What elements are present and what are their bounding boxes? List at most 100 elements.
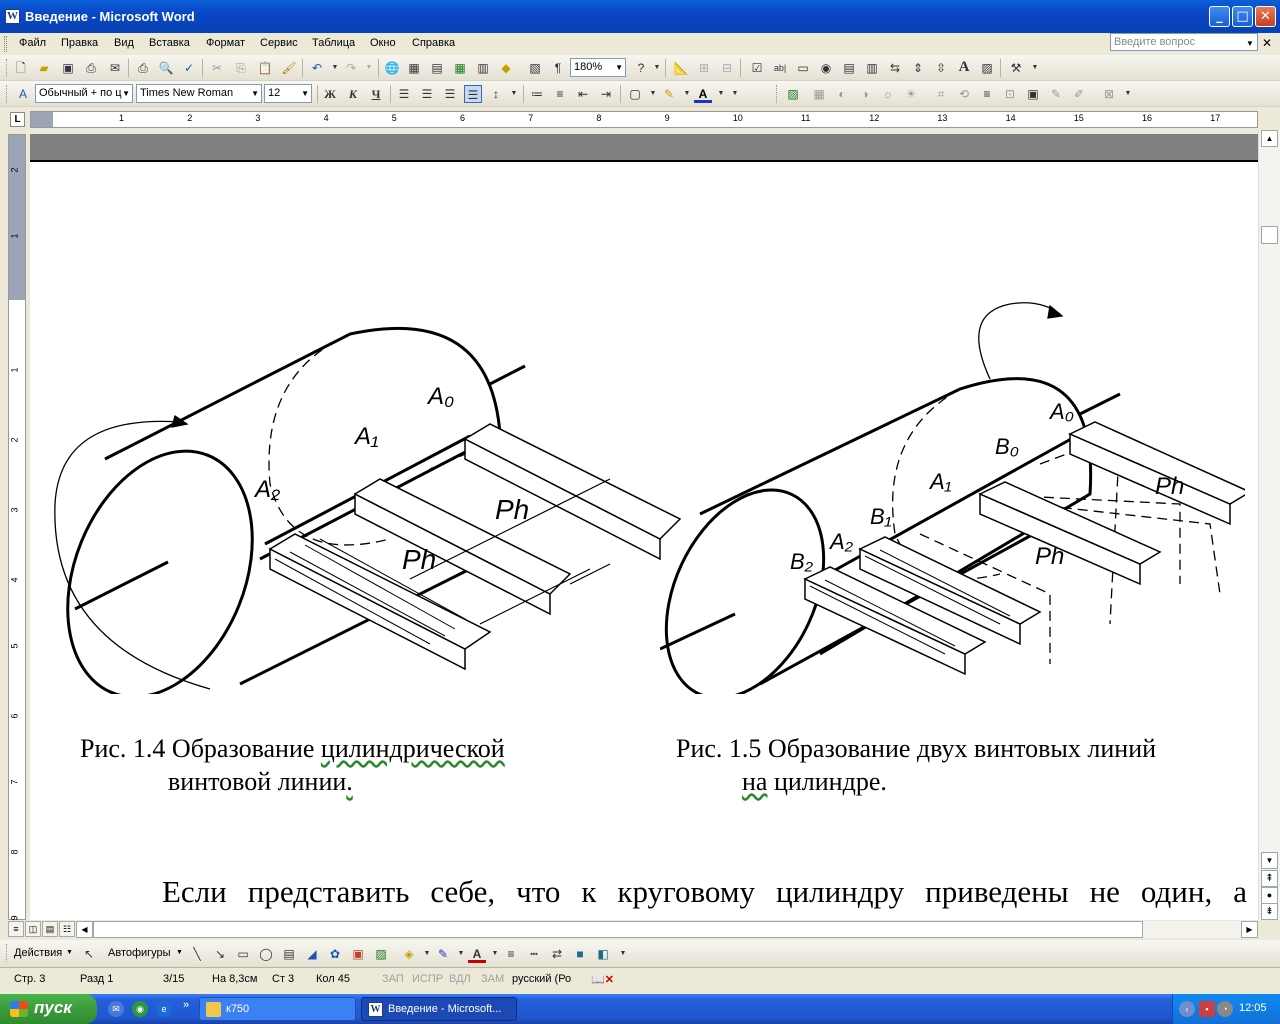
more-contrast-icon[interactable]: ◐ [838, 87, 846, 101]
font-color-dropdown-icon[interactable]: ▼ [717, 90, 725, 97]
decrease-indent-icon[interactable]: ⇤ [577, 87, 589, 101]
status-extend[interactable]: ВДЛ [449, 973, 471, 985]
underline-button[interactable]: Ч [371, 87, 381, 101]
scroll-right-icon[interactable]: ▶ [1241, 921, 1258, 938]
scrollbar-control-icon[interactable]: ⇳ [935, 61, 947, 75]
fill-color-dropdown-icon[interactable]: ▼ [423, 950, 431, 957]
draw-font-color-icon[interactable]: A [468, 945, 486, 963]
maximize-button[interactable]: □ [1232, 6, 1253, 27]
undo-dropdown-icon[interactable]: ▼ [331, 64, 339, 71]
line-color-icon[interactable]: ✎ [437, 947, 449, 961]
status-pages[interactable]: 3/15 [163, 973, 185, 985]
outline-view-icon[interactable]: ☷ [59, 921, 75, 937]
line-style-tool-icon[interactable]: ≡ [507, 947, 515, 961]
menu-view[interactable]: Вид [114, 37, 134, 49]
formatting-options-icon[interactable]: ▼ [731, 90, 739, 97]
menu-format[interactable]: Формат [206, 37, 246, 49]
status-track-changes[interactable]: ИСПР [412, 973, 444, 985]
cut-icon[interactable]: ✂ [211, 61, 223, 75]
borders-dropdown-icon[interactable]: ▼ [649, 90, 657, 97]
save-icon[interactable]: ▣ [62, 61, 74, 75]
menu-edit[interactable]: Правка [61, 37, 99, 49]
print-layout-icon[interactable]: ▤ [42, 921, 58, 937]
tray-collapse-icon[interactable]: ‹ [1179, 1001, 1195, 1017]
spelling-status-icon[interactable]: 📖✕ [591, 974, 614, 986]
3d-style-icon[interactable]: ◧ [597, 947, 609, 961]
status-section[interactable]: Разд 1 [80, 973, 114, 985]
picture-options-icon[interactable]: ▼ [1124, 90, 1132, 97]
status-overtype[interactable]: ЗАМ [481, 973, 505, 985]
less-contrast-icon[interactable]: ◑ [861, 87, 869, 101]
web-view-icon[interactable]: ◫ [25, 921, 41, 937]
checkbox-control-icon[interactable]: ☑ [751, 61, 763, 75]
font-dropdown-icon[interactable]: ▼ [251, 89, 259, 98]
horizontal-scrollbar[interactable]: ◀ ▶ [76, 921, 1258, 938]
previous-page-icon[interactable]: ⇞ [1261, 870, 1278, 887]
oval-tool-icon[interactable]: ◯ [259, 947, 273, 961]
scroll-down-icon[interactable]: ▼ [1261, 852, 1278, 869]
help-icon[interactable]: ? [637, 61, 645, 75]
undo-icon[interactable]: ↶ [311, 61, 323, 75]
status-record[interactable]: ЗАП [382, 973, 404, 985]
wordart-icon[interactable]: ◢ [307, 947, 317, 961]
shadow-style-icon[interactable]: ■ [576, 947, 584, 961]
increase-indent-icon[interactable]: ⇥ [600, 87, 612, 101]
hyperlink-icon[interactable]: 🌐 [384, 61, 400, 75]
align-left-icon[interactable]: ☰ [398, 87, 410, 101]
font-size-combo[interactable]: 12▼ [264, 84, 312, 103]
diagram-icon[interactable]: ✿ [329, 947, 341, 961]
format-painter-icon[interactable]: 🖌 [281, 61, 297, 75]
draw-actions-dropdown-icon[interactable]: ▼ [66, 949, 73, 956]
fill-color-icon[interactable]: ◈ [404, 947, 414, 961]
document-page[interactable]: A₀ A₁ A₂ Ph Ph [30, 134, 1258, 920]
toolbar-grip[interactable] [6, 85, 9, 103]
toggle-button-icon[interactable]: ⇆ [889, 61, 901, 75]
rectangle-tool-icon[interactable]: ▭ [237, 947, 249, 961]
compress-pictures-icon[interactable]: ⊡ [1004, 87, 1016, 101]
textbox-control-icon[interactable]: ab| [773, 63, 787, 73]
insert-table-icon[interactable]: ▤ [431, 61, 443, 75]
paste-icon[interactable]: 📋 [257, 61, 273, 75]
print-icon[interactable]: ⎙ [138, 61, 148, 75]
columns-icon[interactable]: ▥ [477, 61, 489, 75]
status-language[interactable]: русский (Ро [512, 973, 572, 985]
tab-selector[interactable]: L [10, 112, 25, 127]
highlight-icon[interactable]: ✎ [663, 87, 675, 101]
numbering-icon[interactable]: ≔ [531, 87, 543, 101]
font-combo[interactable]: Times New Roman▼ [136, 84, 262, 103]
arrow-tool-icon[interactable]: ↘ [214, 947, 226, 961]
highlight-dropdown-icon[interactable]: ▼ [683, 90, 691, 97]
draw-font-color-dropdown-icon[interactable]: ▼ [491, 950, 499, 957]
open-folder-icon[interactable]: ▰ [39, 61, 49, 75]
style-combo[interactable]: Обычный + по ц▼ [35, 84, 133, 103]
redo-icon[interactable]: ↷ [345, 61, 357, 75]
line-color-dropdown-icon[interactable]: ▼ [457, 950, 465, 957]
clipart-icon[interactable]: ▣ [352, 947, 364, 961]
button-control-icon[interactable]: ▭ [797, 61, 809, 75]
autoshapes-menu[interactable]: Автофигуры [108, 947, 171, 959]
format-picture-icon[interactable]: ✎ [1050, 87, 1062, 101]
autoshapes-dropdown-icon[interactable]: ▼ [176, 949, 183, 956]
line-spacing-icon[interactable]: ↕ [493, 87, 499, 101]
more-controls-icon[interactable]: ⚒ [1010, 61, 1022, 75]
view-code-icon[interactable]: ⊟ [721, 61, 733, 75]
combobox-control-icon[interactable]: ▥ [866, 61, 878, 75]
textbox-tool-icon[interactable]: ▤ [283, 947, 295, 961]
picture-tool-icon[interactable]: ▨ [375, 947, 387, 961]
spelling-icon[interactable]: ✓ [183, 61, 195, 75]
minimize-button[interactable]: _ [1209, 6, 1230, 27]
document-close-icon[interactable]: ✕ [1262, 36, 1273, 50]
rotate-icon[interactable]: ⟲ [958, 87, 970, 101]
more-brightness-icon[interactable]: ☼ [882, 87, 894, 101]
new-document-icon[interactable]: 🗋 [16, 61, 26, 75]
word-app-icon[interactable]: W [5, 9, 20, 24]
less-brightness-icon[interactable]: ☀ [905, 87, 917, 101]
zoom-dropdown-icon[interactable]: ▼ [615, 63, 623, 72]
zoom-combo[interactable]: 180%▼ [570, 58, 626, 77]
line-spacing-dropdown-icon[interactable]: ▼ [510, 90, 518, 97]
properties-icon[interactable]: ⊞ [698, 61, 710, 75]
toolbar-grip[interactable] [6, 59, 9, 77]
normal-view-icon[interactable]: ≡ [8, 921, 24, 937]
